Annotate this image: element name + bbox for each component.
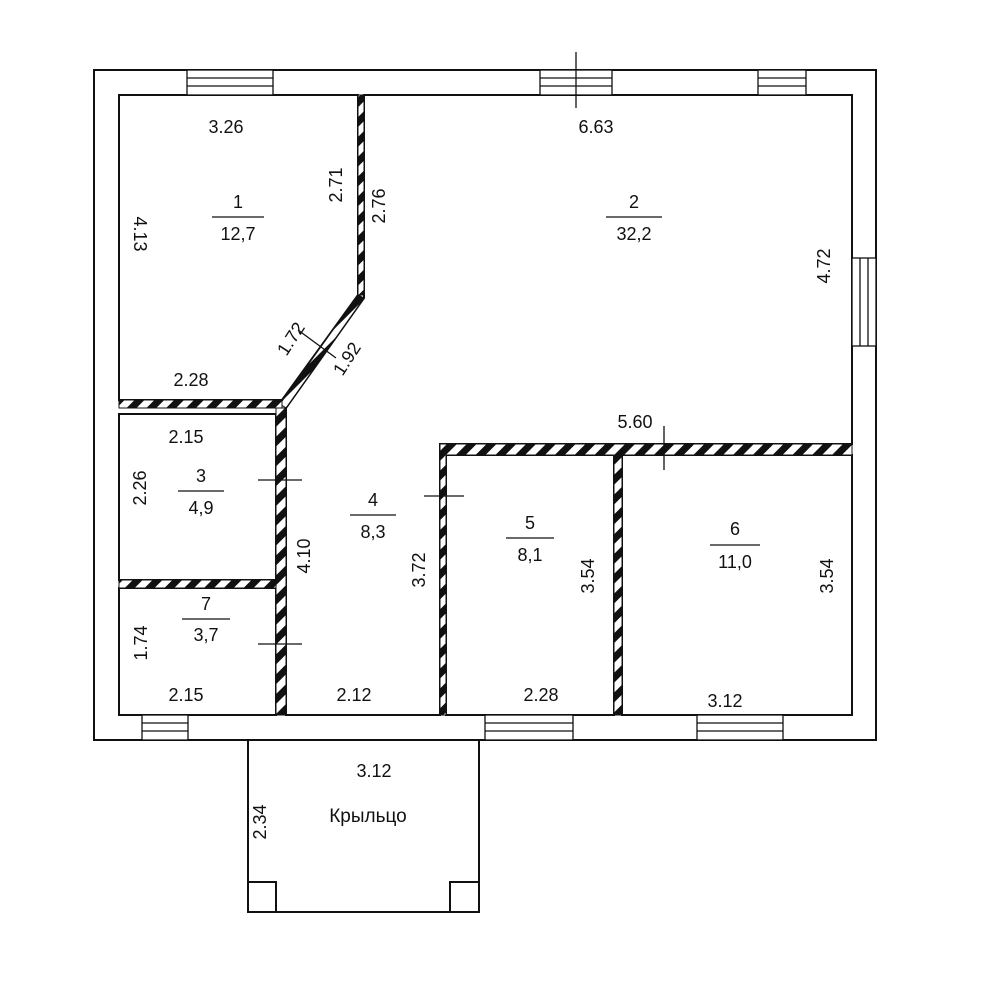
dim-r5-right: 3.54	[578, 558, 598, 593]
room-5-area: 8,1	[517, 545, 542, 565]
room-2-area: 32,2	[616, 224, 651, 244]
partition-r3-r7	[118, 579, 277, 589]
room-1-area: 12,7	[220, 224, 255, 244]
dim-diag-b: 1.92	[329, 339, 365, 379]
porch-outline	[247, 739, 480, 913]
porch-column-left	[247, 881, 277, 913]
room-4-number: 4	[368, 490, 378, 510]
room-label-4: 4 8,3	[350, 490, 396, 542]
window-bottom-right	[696, 714, 784, 741]
room-7-area: 3,7	[193, 625, 218, 645]
room-label-2: 2 32,2	[606, 192, 662, 244]
partitions	[118, 94, 853, 716]
dim-r3-left: 2.26	[130, 470, 150, 505]
room-label-7: 7 3,7	[182, 594, 230, 645]
dim-r4-left-of-r5: 3.72	[409, 552, 429, 587]
porch-column-right	[449, 881, 480, 913]
partition-r5-r6	[613, 454, 623, 716]
dim-r1-right-a: 2.71	[326, 167, 346, 202]
room-label-5: 5 8,1	[506, 513, 554, 565]
room-label-1: 1 12,7	[212, 192, 264, 244]
room-6-area: 11,0	[718, 552, 752, 572]
partition-r1-r2	[357, 94, 365, 296]
room-label-6: 6 11,0	[710, 519, 760, 572]
porch-label: Крыльцо	[329, 806, 407, 827]
dim-r2-right: 4.72	[814, 248, 834, 283]
porch	[247, 739, 480, 913]
dim-r4-right-of-r3: 4.10	[294, 538, 314, 573]
dim-r4-bottom: 2.12	[336, 685, 371, 705]
dim-r6-right: 3.54	[817, 558, 837, 593]
dim-r1-right-b: 2.76	[369, 188, 389, 223]
window-top-left	[186, 69, 274, 96]
window-bottom-left	[141, 714, 189, 741]
window-bottom-center	[484, 714, 574, 741]
dim-r7-bottom: 2.15	[168, 685, 203, 705]
dim-r6-bottom: 3.12	[707, 691, 742, 711]
dim-r5-bottom: 2.28	[523, 685, 558, 705]
room-4-area: 8,3	[360, 522, 385, 542]
dim-r2-top: 6.63	[578, 117, 613, 137]
partition-r1-r3	[118, 399, 283, 409]
dim-r1-top: 3.26	[208, 117, 243, 137]
room-6-number: 6	[730, 519, 740, 539]
dim-diag-a: 1.72	[273, 319, 309, 359]
dim-r3-top: 2.15	[168, 427, 203, 447]
room-2-number: 2	[629, 192, 639, 212]
room-3-area: 4,9	[188, 498, 213, 518]
partition-r2-r5r6	[439, 443, 853, 456]
dim-porch-width: 3.12	[356, 761, 391, 781]
room-label-3: 3 4,9	[178, 466, 224, 518]
room-3-number: 3	[196, 466, 206, 486]
dim-r2-bottom: 5.60	[617, 412, 652, 432]
room-2-outline	[285, 94, 853, 716]
window-right	[851, 257, 877, 347]
dim-r7-left: 1.74	[131, 625, 151, 660]
partition-r3-r4	[275, 407, 287, 716]
room-1-number: 1	[233, 192, 243, 212]
section-marks	[258, 52, 665, 645]
room-7-number: 7	[201, 594, 211, 614]
room-5-number: 5	[525, 513, 535, 533]
partition-r4-r5	[439, 454, 447, 716]
dim-r1-bottom: 2.28	[173, 370, 208, 390]
window-top-right	[757, 69, 807, 96]
dim-porch-depth: 2.34	[250, 804, 270, 839]
dim-r1-left: 4.13	[130, 216, 150, 251]
